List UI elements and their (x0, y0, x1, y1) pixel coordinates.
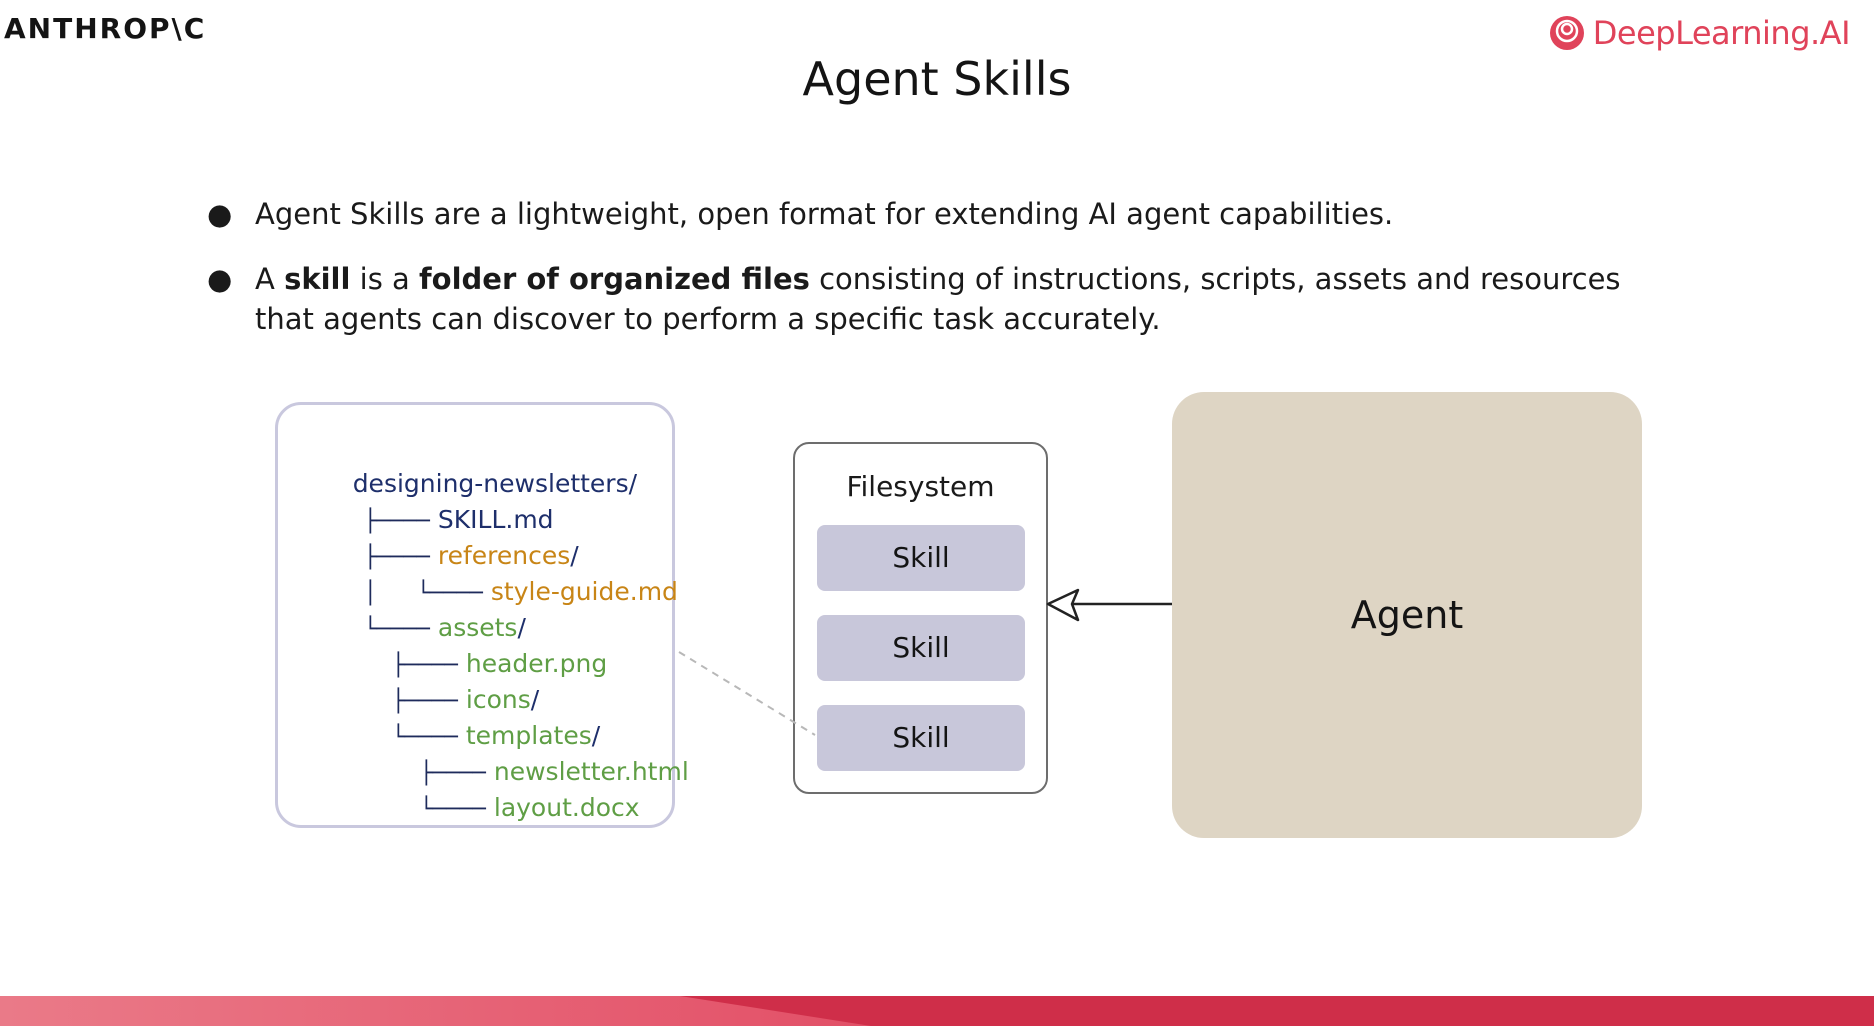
deeplearning-logo-text: DeepLearning.AI (1592, 14, 1851, 52)
slide-title: Agent Skills (802, 52, 1072, 106)
tree-icons: icons (465, 685, 531, 714)
filesystem-label: Filesystem (846, 470, 995, 503)
tree-references: references (437, 541, 571, 570)
tree-layout-docx: layout.docx (493, 793, 640, 822)
tree-item-header-png: ├──── header.png (391, 649, 608, 678)
tree-assets: assets (437, 613, 518, 642)
tree-item-style-guide: │ └──── style-guide.md (363, 577, 678, 606)
tree-item-newsletter-html: ├──── newsletter.html (419, 757, 689, 786)
bullet-text-part: is a (350, 262, 420, 296)
footer-swoosh (680, 996, 1874, 1026)
bullet-list: ● Agent Skills are a lightweight, open f… (205, 194, 1675, 364)
bullet-text: Agent Skills are a lightweight, open for… (255, 197, 1394, 231)
bullet-item-2: ● A skill is a folder of organized files… (205, 259, 1675, 339)
tree-item-references: ├──── references/ (363, 541, 579, 570)
agent-label: Agent (1350, 593, 1464, 637)
tree-style-guide: style-guide.md (490, 577, 678, 606)
tree-header-png: header.png (465, 649, 608, 678)
bullet-bold-folder: folder of organized files (419, 262, 810, 296)
skill-block-2: Skill (817, 615, 1025, 681)
tree-root: designing-newsletters/ (352, 469, 638, 498)
tree-item-layout-docx: └──── layout.docx (419, 793, 640, 822)
arrow-head-icon (1046, 588, 1080, 622)
filesystem-box: Filesystem Skill Skill Skill (793, 442, 1048, 794)
footer-bar (0, 996, 1874, 1026)
bullet-dot: ● (207, 197, 233, 231)
tree-newsletter-html: newsletter.html (493, 757, 689, 786)
skill-folder-tree: designing-newsletters/ ├──── SKILL.md ├─… (275, 402, 689, 828)
tree-templates: templates (465, 721, 592, 750)
tree-skill-md: SKILL.md (437, 505, 554, 534)
tree-item-icons: ├──── icons/ (391, 685, 540, 714)
bullet-text-part: A (255, 262, 285, 296)
tree-root-name: designing-newsletters (352, 469, 629, 498)
bullet-bold-skill: skill (284, 262, 351, 296)
bullet-item-1: ● Agent Skills are a lightweight, open f… (205, 194, 1675, 234)
tree-item-templates: └──── templates/ (391, 721, 601, 750)
anthropic-logo: ANTHROP\C (4, 12, 207, 45)
bullet-text-part: consisting of instructions, scripts, ass… (255, 262, 1621, 336)
skill-block-3: Skill (817, 705, 1025, 771)
deeplearning-icon (1549, 15, 1585, 51)
tree-item-assets: └──── assets/ (363, 613, 526, 642)
bullet-dot: ● (207, 262, 233, 296)
skill-block-1: Skill (817, 525, 1025, 591)
agent-box: Agent (1172, 392, 1642, 838)
tree-item-skill-md: ├──── SKILL.md (363, 505, 554, 534)
deeplearning-logo: DeepLearning.AI (1549, 14, 1851, 52)
